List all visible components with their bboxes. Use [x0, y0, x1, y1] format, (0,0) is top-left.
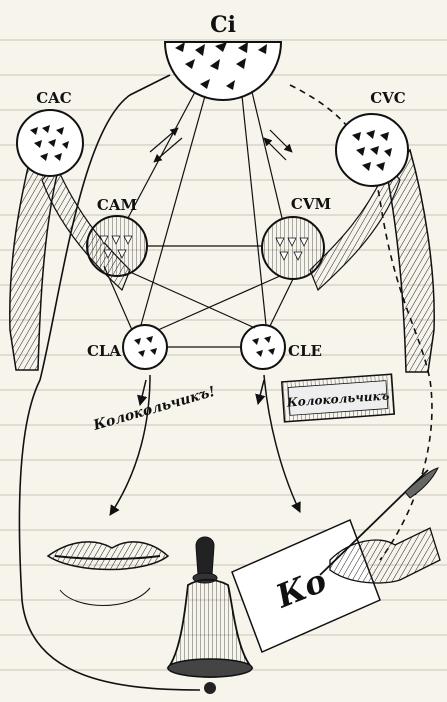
edge-cvm-cla	[157, 275, 281, 331]
left-outer-nerve-line	[18, 74, 201, 691]
node-ci: Ci	[163, 12, 283, 101]
edge-ci-cla	[140, 95, 206, 326]
node-cle: CLE	[240, 324, 322, 370]
edge-cvm-cle	[269, 278, 294, 327]
label-cam: CAM	[97, 196, 137, 214]
cam-cell-marks	[99, 235, 133, 259]
spoken-word: Колокольчикъ!	[91, 384, 217, 434]
cvc-cell-marks	[352, 130, 392, 171]
writing-illustration: Ко	[231, 467, 441, 654]
edge-ci-cle	[241, 95, 267, 326]
arrow-cla-to-mouth	[109, 374, 151, 516]
label-ci: Ci	[210, 12, 236, 38]
edge-cam-cla	[103, 265, 133, 331]
node-cam: CAM	[86, 196, 148, 277]
label-cvm: CVM	[291, 195, 331, 213]
output-arrows	[109, 374, 301, 516]
edge-ci-cvm	[251, 91, 283, 219]
label-cac: CAC	[36, 89, 72, 107]
edge-cam-cle	[129, 271, 256, 329]
arrow-cle-to-hand	[263, 374, 301, 513]
cac-cell-marks	[30, 125, 69, 161]
node-connections	[103, 91, 294, 348]
right-nerve-band	[309, 148, 435, 373]
bell-illustration	[166, 536, 254, 694]
node-cac: CAC	[16, 89, 84, 177]
node-cvm: CVM	[261, 195, 331, 280]
label-cle: CLE	[288, 342, 322, 360]
node-cvc: CVC	[335, 89, 409, 187]
cle-cell-marks	[252, 336, 275, 357]
label-cla: CLA	[87, 342, 121, 360]
word-card: Колокольчикъ	[280, 373, 396, 423]
node-cla: CLA	[87, 324, 168, 370]
mouth-illustration	[46, 541, 170, 606]
cvm-cell-marks	[275, 237, 309, 261]
cla-cell-marks	[134, 336, 157, 357]
label-cvc: CVC	[370, 89, 406, 107]
ci-pathway-arrows	[149, 127, 293, 163]
